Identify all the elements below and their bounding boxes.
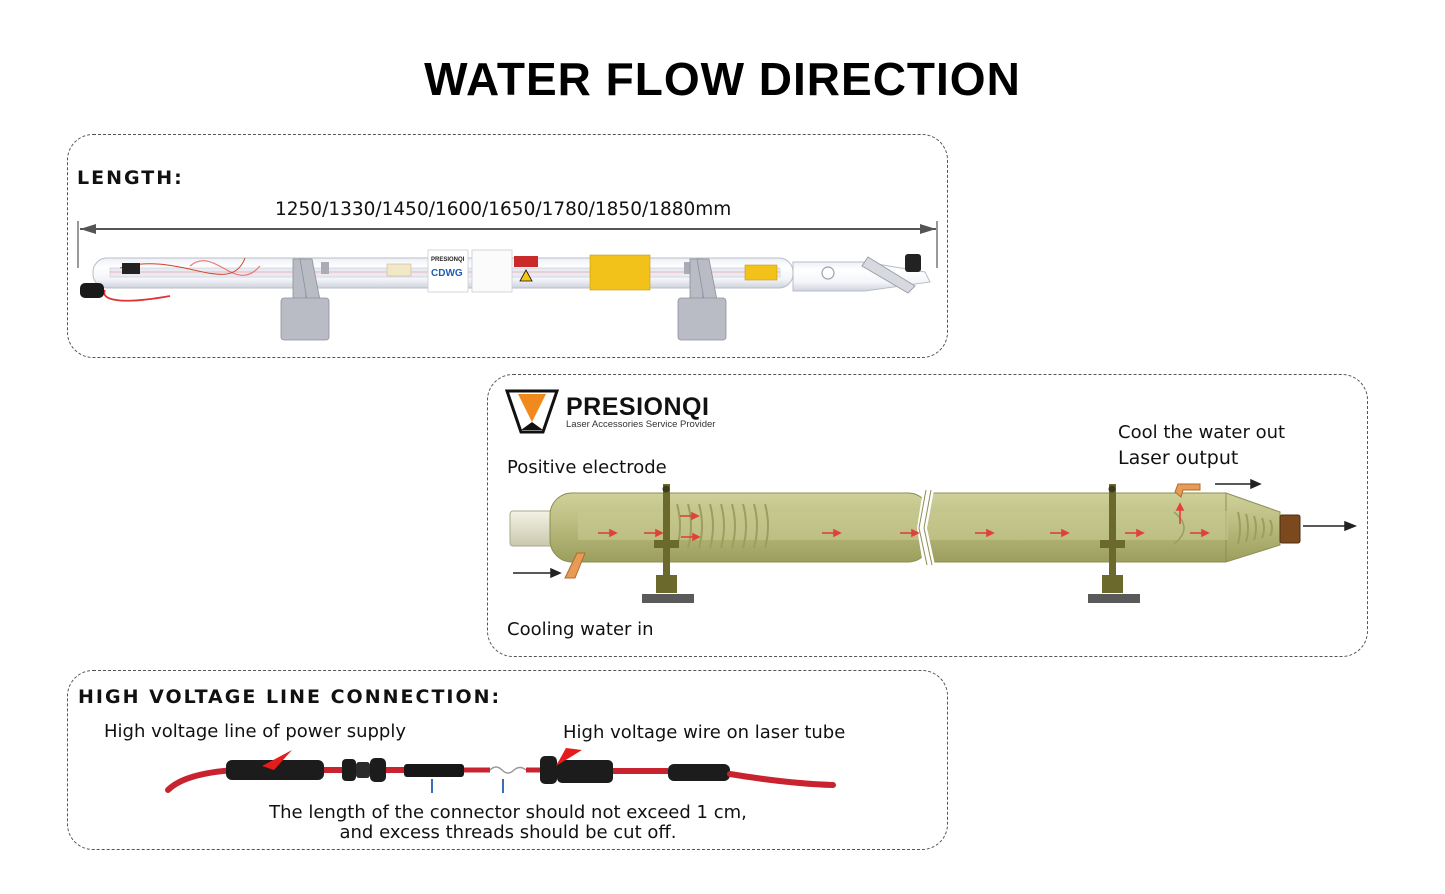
hv-note-line2: and excess threads should be cut off. — [339, 822, 677, 843]
flow-panel — [487, 374, 1368, 657]
length-sizes: 1250/1330/1450/1600/1650/1780/1850/1880m… — [275, 199, 732, 220]
tube-brand-label: PRESIONQI — [431, 257, 465, 263]
pointer-arrows — [262, 748, 582, 770]
label-cooling-water-in: Cooling water in — [507, 619, 654, 640]
label-power-supply-line: High voltage line of power supply — [104, 721, 406, 742]
tube-supports — [642, 484, 1140, 603]
label-laser-output: Laser output — [1118, 447, 1239, 469]
hv-note-line1: The length of the connector should not e… — [269, 802, 747, 823]
dimension-line — [77, 221, 938, 268]
hv-cable — [165, 756, 836, 793]
black-arrows — [513, 478, 1358, 579]
length-heading: LENGTH: — [77, 167, 184, 189]
hv-heading: HIGH VOLTAGE LINE CONNECTION: — [78, 686, 502, 708]
brand-tagline: Laser Accessories Service Provider — [566, 419, 716, 430]
tube-model-label: CDWG — [431, 268, 463, 279]
hv-panel — [67, 670, 948, 850]
page-title: WATER FLOW DIRECTION — [424, 53, 1021, 105]
flow-arrows — [598, 502, 1210, 542]
length-panel — [67, 134, 948, 358]
label-positive-electrode: Positive electrode — [507, 457, 667, 478]
water-nozzles — [564, 483, 1201, 579]
brand-name: PRESIONQI — [566, 393, 710, 421]
brand-logo-icon — [504, 389, 560, 434]
laser-tube: PRESIONQI CDWG — [80, 249, 931, 341]
label-cool-water-out: Cool the water out — [1118, 422, 1286, 443]
green-tube — [509, 489, 1301, 566]
label-tube-wire: High voltage wire on laser tube — [563, 722, 846, 743]
